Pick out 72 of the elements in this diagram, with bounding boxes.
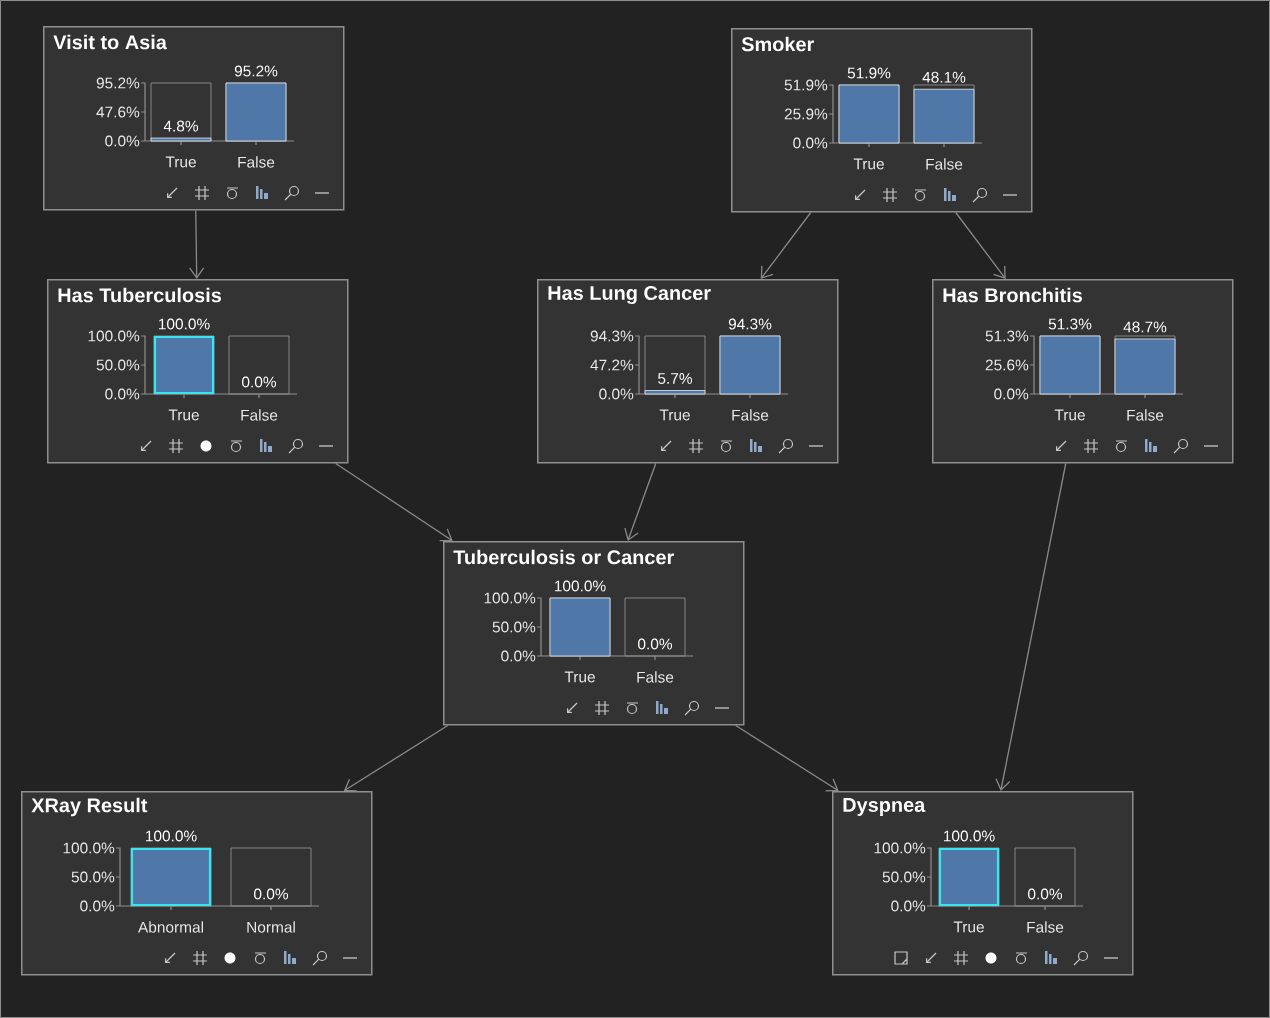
arrow [335, 462, 453, 542]
category-label: True [168, 409, 199, 421]
tick-label: 0.0% [793, 137, 828, 149]
tick-label: 47.2% [590, 359, 634, 371]
tick-label: 25.9% [784, 108, 828, 120]
value-label: 94.3% [728, 318, 772, 330]
arrow [955, 211, 1006, 279]
tick-label: 0.0% [891, 900, 926, 912]
tick-label: 51.3% [985, 330, 1029, 342]
tick-label: 100.0% [88, 330, 140, 342]
value-label: 4.8% [163, 120, 199, 132]
node-title: Visit to Asia [53, 34, 167, 50]
category-label: True [659, 409, 690, 421]
tick-label: 50.0% [882, 871, 926, 883]
value-label: 100.0% [555, 580, 606, 592]
category-label: True [564, 671, 595, 683]
arrow [188, 209, 205, 279]
value-label: 0.0% [638, 638, 673, 650]
tick-label: 50.0% [71, 871, 115, 883]
node-title: Has Bronchitis [943, 287, 1082, 303]
tick-label: 0.0% [105, 388, 140, 400]
value-label: 100.0% [159, 318, 210, 330]
value-label: 0.0% [254, 888, 289, 900]
tick-label: 50.0% [96, 359, 140, 371]
tick-label: 0.0% [994, 388, 1029, 400]
tick-label: 0.0% [599, 388, 634, 400]
category-label: False [637, 671, 674, 683]
arrow [624, 462, 657, 541]
category-label: Abnormal [138, 921, 203, 933]
node-title: Dyspnea [843, 798, 926, 816]
category-label: Normal [247, 921, 295, 933]
tick-label: 50.0% [492, 621, 536, 633]
category-label: False [238, 156, 275, 168]
tick-label: 0.0% [80, 900, 115, 912]
category-label: True [953, 921, 984, 933]
value-label: 0.0% [1028, 888, 1063, 900]
value-label: 5.7% [658, 373, 693, 384]
value-label: 100.0% [146, 830, 197, 842]
tick-label: 95.2% [96, 77, 140, 89]
arrow [995, 462, 1067, 791]
value-label: 0.0% [242, 376, 277, 388]
tick-label: 0.0% [501, 650, 536, 662]
tick-label: 25.6% [985, 359, 1029, 371]
value-label: 100.0% [944, 830, 995, 842]
value-label: 51.3% [1048, 318, 1092, 330]
tick-label: 94.3% [590, 330, 634, 342]
arrow [735, 724, 839, 792]
value-label: 48.7% [1123, 321, 1167, 333]
node-title: Has Tuberculosis [58, 287, 221, 303]
category-label: True [853, 158, 884, 170]
tick-label: 100.0% [874, 842, 926, 854]
tick-label: 51.9% [784, 79, 828, 91]
node-title: Smoker [741, 36, 814, 52]
node-title: Has Lung Cancer [548, 285, 711, 305]
node-title: XRay Result [31, 797, 148, 817]
category-label: False [1027, 921, 1064, 933]
category-label: False [1127, 409, 1164, 421]
node-title: Tuberculosis or Cancer [453, 549, 674, 565]
category-label: True [1054, 409, 1085, 421]
tick-label: 0.0% [105, 135, 140, 147]
tick-label: 47.6% [96, 106, 140, 118]
category-label: False [732, 409, 769, 421]
arrow [760, 211, 812, 279]
value-label: 95.2% [234, 65, 278, 77]
tick-label: 100.0% [484, 592, 536, 604]
value-label: 48.1% [922, 71, 966, 83]
category-label: True [165, 156, 196, 168]
category-label: False [241, 409, 278, 421]
value-label: 51.9% [847, 67, 891, 79]
category-label: False [926, 158, 963, 170]
tick-label: 100.0% [63, 842, 115, 854]
arrow [343, 724, 449, 792]
